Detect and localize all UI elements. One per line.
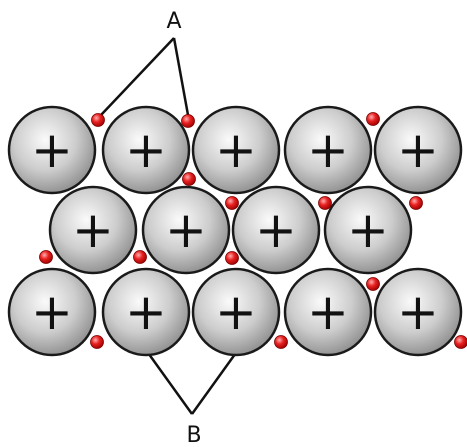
electron: [39, 250, 53, 264]
electron: [366, 112, 380, 126]
positive-ions-layer: ++++++++++++++: [7, 105, 463, 357]
pointer-a-left: [100, 37, 175, 116]
ion-sphere: [373, 105, 463, 195]
positive-ion: +: [48, 185, 138, 275]
electron: [91, 113, 105, 127]
positive-ion: +: [191, 267, 281, 357]
ion-sphere: [101, 267, 191, 357]
plus-charge-icon: +: [72, 201, 114, 259]
delocalized-electrons-layer: [39, 112, 467, 349]
electron: [181, 114, 195, 128]
positive-ion: +: [323, 185, 413, 275]
plus-charge-icon: +: [347, 201, 389, 259]
positive-ion: +: [373, 105, 463, 195]
electron: [225, 251, 239, 265]
pointer-a-right: [172, 37, 190, 116]
electron: [225, 196, 239, 210]
ion-sphere: [323, 185, 413, 275]
label-a: A: [166, 9, 181, 34]
plus-charge-icon: +: [255, 201, 297, 259]
plus-charge-icon: +: [165, 201, 207, 259]
ion-sphere: [48, 185, 138, 275]
positive-ion: +: [283, 105, 373, 195]
plus-charge-icon: +: [125, 283, 167, 341]
ion-sphere: [101, 105, 191, 195]
positive-ion: +: [231, 185, 321, 275]
electron: [274, 335, 288, 349]
plus-charge-icon: +: [215, 121, 257, 179]
plus-charge-icon: +: [125, 121, 167, 179]
label-b: B: [186, 423, 201, 447]
ion-sphere: [7, 267, 97, 357]
positive-ion: +: [141, 185, 231, 275]
electron: [182, 172, 196, 186]
pointer-b-left: [144, 349, 194, 415]
positive-ion: +: [7, 105, 97, 195]
ion-sphere: [141, 185, 231, 275]
ion-sphere: [231, 185, 321, 275]
electron: [133, 250, 147, 264]
ion-sphere: [283, 267, 373, 357]
electron: [366, 277, 380, 291]
plus-charge-icon: +: [215, 283, 257, 341]
electron: [318, 196, 332, 210]
plus-charge-icon: +: [397, 121, 439, 179]
ion-sphere: [283, 105, 373, 195]
ion-sphere: [191, 105, 281, 195]
plus-charge-icon: +: [397, 283, 439, 341]
plus-charge-icon: +: [307, 283, 349, 341]
positive-ion: +: [101, 267, 191, 357]
positive-ion: +: [191, 105, 281, 195]
plus-charge-icon: +: [307, 121, 349, 179]
electron: [409, 196, 423, 210]
positive-ion: +: [283, 267, 373, 357]
ion-sphere: [7, 105, 97, 195]
electron: [454, 335, 467, 349]
ion-sphere: [373, 267, 463, 357]
pointer-b-right: [190, 349, 240, 415]
positive-ion: +: [7, 267, 97, 357]
electron: [90, 335, 104, 349]
positive-ion: +: [373, 267, 463, 357]
positive-ion: +: [101, 105, 191, 195]
plus-charge-icon: +: [31, 121, 73, 179]
ion-sphere: [191, 267, 281, 357]
plus-charge-icon: +: [31, 283, 73, 341]
